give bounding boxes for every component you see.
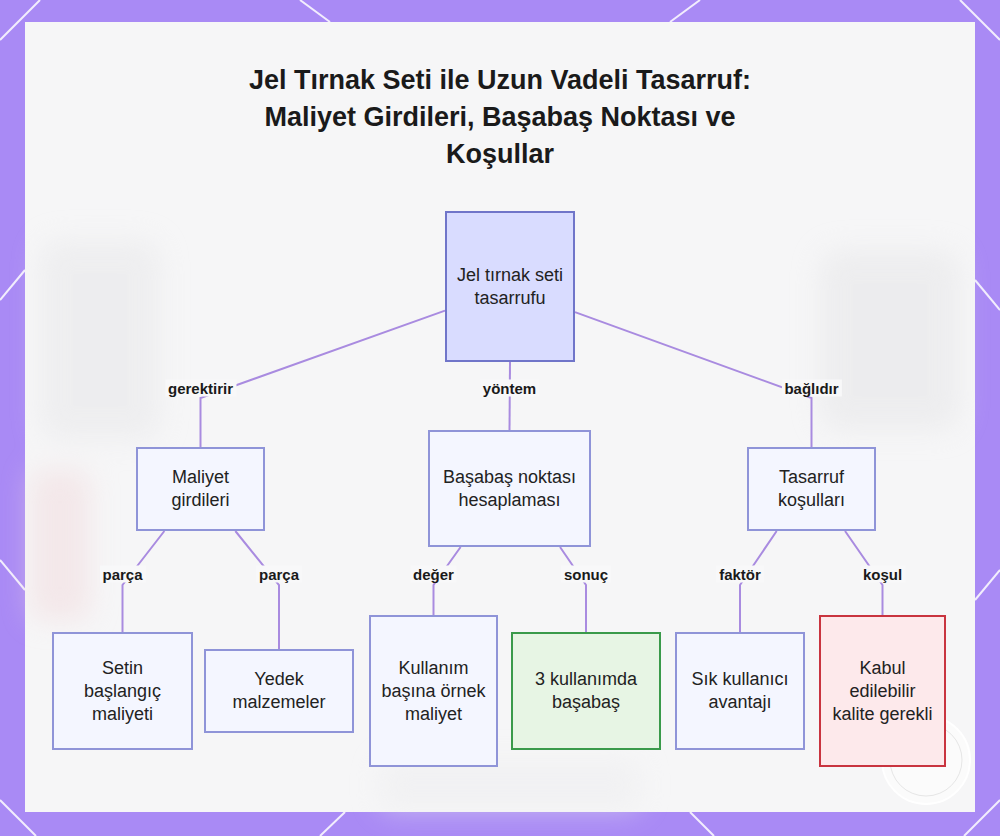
concept-box: Kullanım başına örnek maliyet (369, 615, 498, 767)
concept-box: Kabul edilebilir kalite gerekli (819, 615, 946, 767)
concept-box: 3 kullanımda başabaş (511, 632, 661, 750)
box-text: 3 kullanımda başabaş (521, 668, 651, 714)
concept-box: Sık kullanıcı avantajı (675, 632, 805, 750)
edge-label: parça (99, 566, 145, 583)
connector-line (560, 547, 586, 632)
edge-label: parça (256, 566, 302, 583)
connector-line (201, 311, 446, 447)
box-text: Sık kullanıcı avantajı (685, 668, 795, 714)
concept-box: Jel tırnak seti tasarrufu (445, 211, 575, 362)
concept-box: Maliyet girdileri (136, 447, 265, 531)
edge-label: gerektirir (165, 380, 236, 397)
edge-label: değer (410, 566, 457, 583)
connector-line (575, 312, 812, 447)
concept-box: Yedek malzemeler (204, 649, 354, 733)
diagram-title: Jel Tırnak Seti ile Uzun Vadeli Tasarruf… (230, 62, 770, 173)
concept-box: Tasarruf koşulları (747, 447, 876, 531)
box-text: Jel tırnak seti tasarrufu (455, 264, 565, 310)
box-text: Tasarruf koşulları (757, 466, 866, 512)
concept-box: Setin başlangıç maliyeti (52, 632, 193, 750)
box-text: Başabaş noktası hesaplaması (438, 466, 581, 512)
box-text: Kabul edilebilir kalite gerekli (829, 657, 936, 726)
edge-label: yöntem (480, 380, 539, 397)
connector-line (235, 531, 279, 649)
box-text: Setin başlangıç maliyeti (62, 657, 183, 726)
box-text: Kullanım başına örnek maliyet (379, 657, 488, 726)
edge-label: koşul (860, 566, 905, 583)
edge-label: bağlıdır (781, 380, 841, 397)
box-text: Maliyet girdileri (146, 466, 255, 512)
edge-label: faktör (716, 566, 764, 583)
edge-label: sonuç (561, 566, 611, 583)
box-text: Yedek malzemeler (214, 668, 344, 714)
concept-box: Başabaş noktası hesaplaması (428, 430, 591, 547)
